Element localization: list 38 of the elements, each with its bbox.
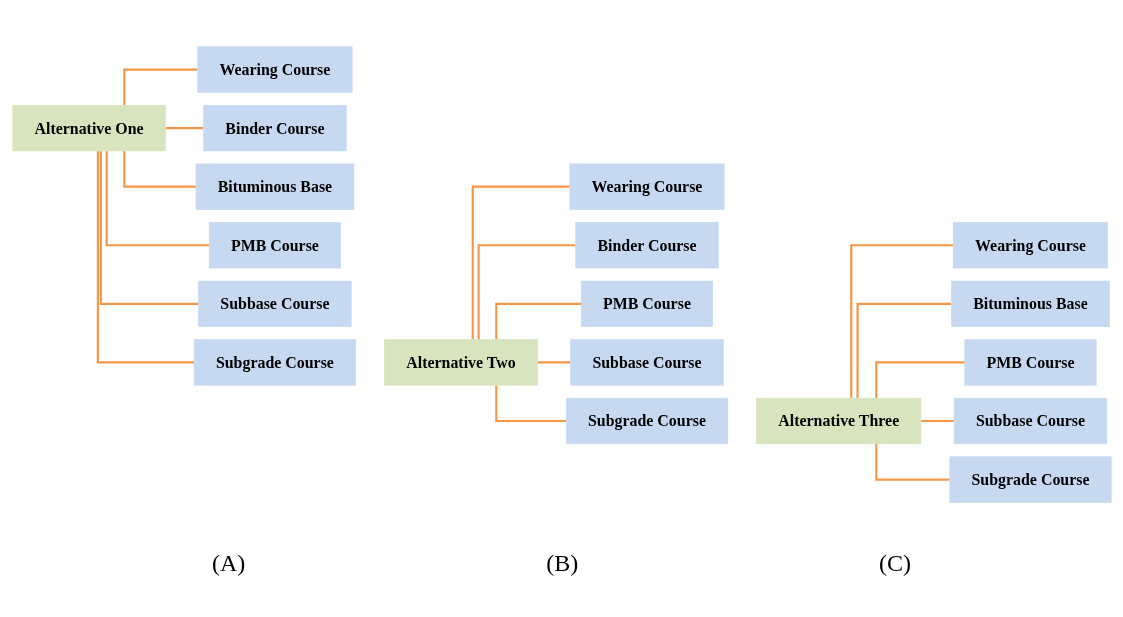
node-box: Subgrade Course — [193, 339, 356, 386]
node-box: Alternative Three — [755, 398, 921, 445]
node-box: Binder Course — [202, 105, 347, 152]
connector — [874, 361, 965, 399]
node-box: Alternative One — [11, 105, 166, 152]
node-box: Subbase Course — [197, 281, 352, 328]
connector — [535, 361, 571, 364]
connector — [874, 444, 950, 482]
node-box: PMB Course — [964, 339, 1096, 386]
node-box: Wearing Course — [952, 222, 1108, 269]
connector — [122, 68, 198, 106]
node-box: Bituminous Base — [950, 281, 1110, 328]
node-box: Alternative Two — [383, 339, 538, 386]
node-box: Subgrade Course — [948, 456, 1112, 504]
panel-caption: (C) — [879, 550, 912, 577]
panel-caption: (B) — [546, 550, 579, 577]
connector — [96, 151, 194, 364]
node-box: Subbase Course — [569, 339, 724, 386]
connector — [471, 186, 570, 341]
connector — [919, 420, 954, 423]
connector — [99, 151, 199, 306]
node-box: Wearing Course — [196, 46, 352, 94]
node-box: PMB Course — [580, 281, 713, 328]
node-box: Subbase Course — [953, 398, 1107, 445]
connector — [494, 303, 581, 341]
connector — [122, 151, 196, 189]
connector — [163, 127, 204, 130]
panel-caption: (A) — [211, 550, 246, 577]
node-box: Wearing Course — [568, 164, 724, 211]
connector — [105, 151, 209, 247]
connector — [477, 244, 576, 341]
connector — [855, 303, 952, 399]
node-box: Binder Course — [574, 222, 719, 269]
node-box: PMB Course — [208, 222, 341, 269]
node-box: Bituminous Base — [195, 164, 354, 211]
connector — [494, 385, 566, 423]
node-box: Subgrade Course — [565, 398, 728, 445]
connector — [849, 244, 953, 399]
